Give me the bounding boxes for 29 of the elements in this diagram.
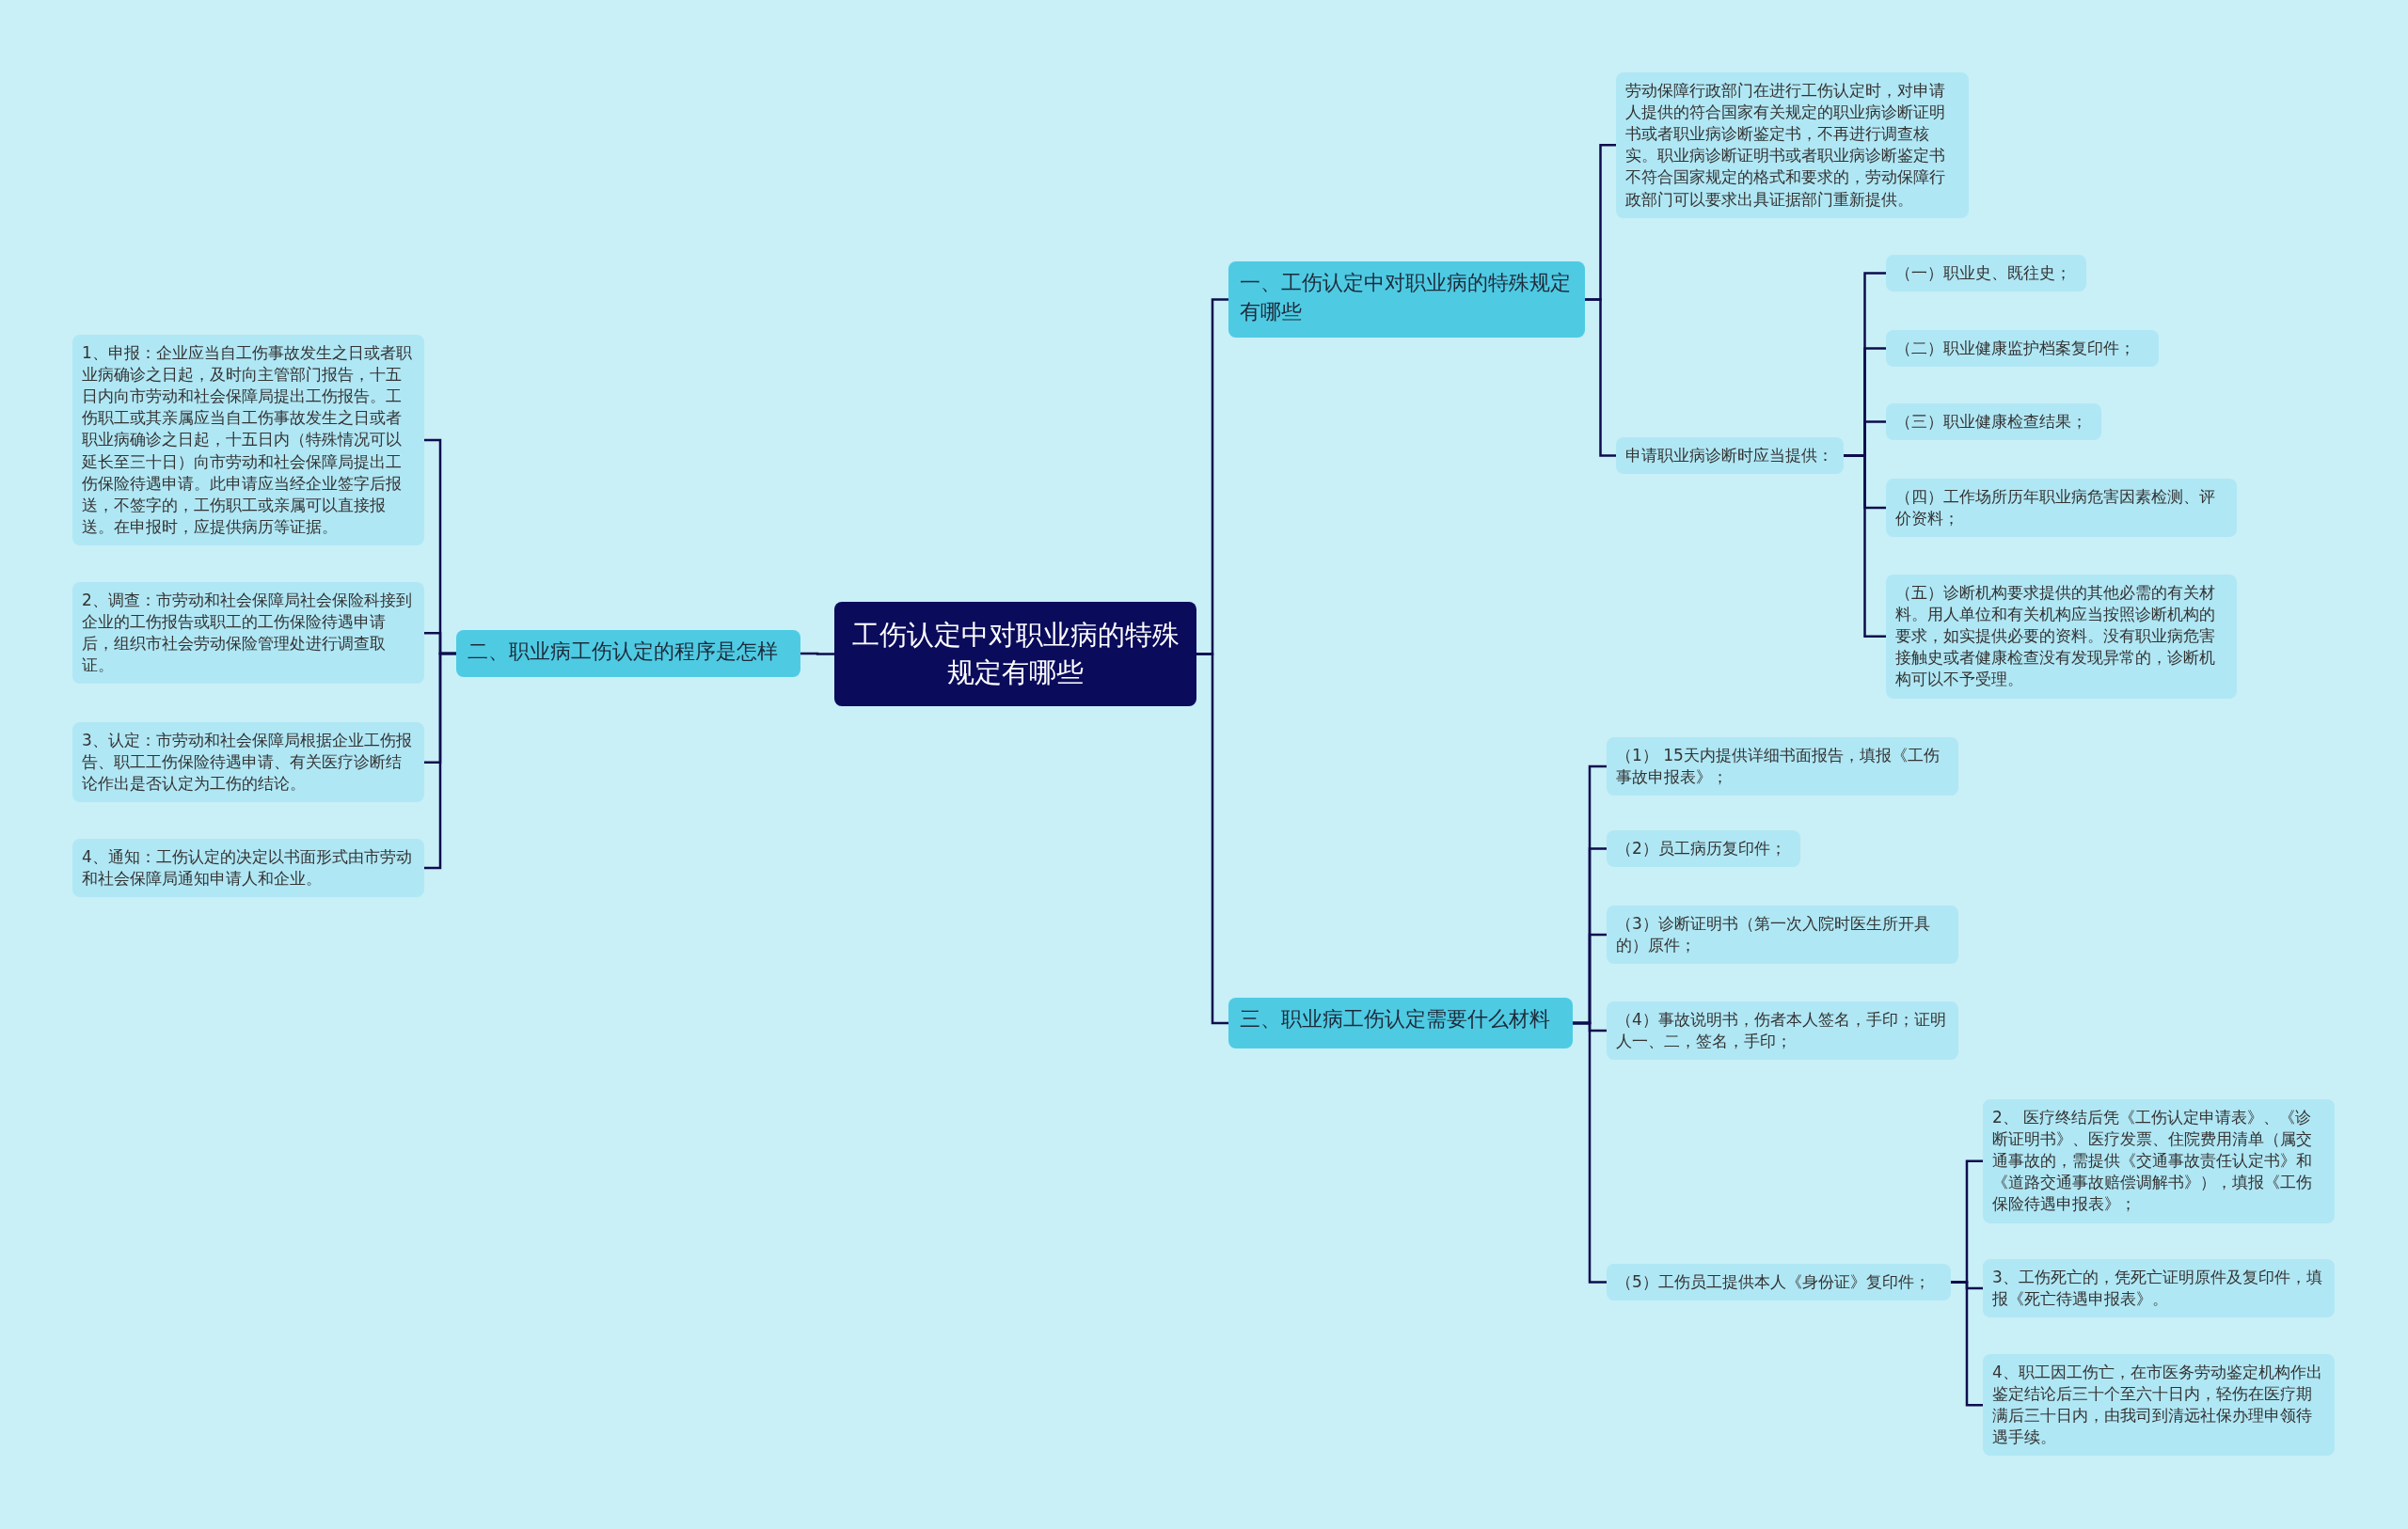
subtopic-box: （二）职业健康监护档案复印件；: [1886, 330, 2159, 368]
connector-line: [800, 652, 834, 655]
subtopic-box: 1、申报：企业应当自工伤事故发生之日或者职业病确诊之日起，及时向主管部门报告，十五日内向市劳动和社会保障局提出工伤报告。工伤职工或其亲属应当自工伤事故发生之日或者职业病确诊之日起，十五日内（特殊情况可以延长至三十日）向市劳动和社会保障局提出工伤保险待遇申请。此申请应当经企业签字后报送，不签字的，工伤职工或亲属可以直接报送。在申报时，应提供病历等证据。: [72, 335, 424, 545]
subtopic-box: （四）工作场所历年职业病危害因素检测、评价资料；: [1886, 479, 2237, 538]
subtopic-box: （5）工伤员工提供本人《身份证》复印件；: [1607, 1264, 1951, 1301]
subtopic-box: （4）事故说明书，伤者本人签名，手印；证明人一、二，签名，手印；: [1607, 1001, 1958, 1061]
connector-line: [1951, 1281, 1983, 1407]
subtopic-box: （2）员工病历复印件；: [1607, 830, 1800, 868]
subtopic-box: 2、 医疗终结后凭《工伤认定申请表》、《诊断证明书》、医疗发票、住院费用清单（属交通事故的，需提供《交通事故责任认定书》和《道路交通事故赔偿调解书》），填报《工伤保险待遇申报表》；: [1983, 1099, 2335, 1223]
subtopic-box: （一）职业史、既往史；: [1886, 255, 2086, 292]
connector-line: [424, 652, 456, 870]
subtopic-box: 3、认定：市劳动和社会保障局根据企业工伤报告、职工工伤保险待遇申请、有关医疗诊断结论作出是否认定为工伤的结论。: [72, 722, 424, 803]
subtopic-box: 3、工伤死亡的，凭死亡证明原件及复印件，填报《死亡待遇申报表》。: [1983, 1259, 2335, 1318]
subtopic-box: 4、职工因工伤亡，在市医务劳动鉴定机构作出鉴定结论后三十个至六十日内，轻伤在医疗期满后三十日内，由我司到清远社保办理申领待遇手续。: [1983, 1354, 2335, 1457]
central-topic: 工伤认定中对职业病的特殊规定有哪些: [834, 602, 1196, 706]
connector-line: [1196, 653, 1228, 1025]
subtopic-box: （1） 15天内提供详细书面报告，填报《工伤事故申报表》；: [1607, 737, 1958, 796]
subtopic-box: （三）职业健康检查结果；: [1886, 403, 2101, 441]
subtopic-box: 申请职业病诊断时应当提供：: [1616, 437, 1844, 475]
topic-box: 二、职业病工伤认定的程序是怎样: [456, 630, 800, 677]
subtopic-box: （3）诊断证明书（第一次入院时医生所开具的）原件；: [1607, 906, 1958, 965]
subtopic-box: （五）诊断机构要求提供的其他必需的有关材料。用人单位和有关机构应当按照诊断机构的要求，如实提供必要的资料。没有职业病危害接触史或者健康检查没有发现异常的，诊断机构可以不予受理。: [1886, 575, 2237, 699]
topic-box: 一、工伤认定中对职业病的特殊规定有哪些: [1228, 261, 1585, 338]
connector-line: [1585, 298, 1616, 457]
subtopic-box: 劳动保障行政部门在进行工伤认定时，对申请人提供的符合国家有关规定的职业病诊断证明书或者职业病诊断鉴定书，不再进行调查核实。职业病诊断证明书或者职业病诊断鉴定书不符合国家规定的格式和要求的，劳动保障行政部门可以要求出具证据部门重新提供。: [1616, 72, 1969, 218]
subtopic-box: 2、调查：市劳动和社会保障局社会保险科接到企业的工伤报告或职工的工伤保险待遇申请后，组织市社会劳动保险管理处进行调查取证。: [72, 582, 424, 685]
topic-box: 三、职业病工伤认定需要什么材料: [1228, 998, 1573, 1048]
subtopic-box: 4、通知：工伤认定的决定以书面形式由市劳动和社会保障局通知申请人和企业。: [72, 839, 424, 898]
connector-line: [1573, 1021, 1607, 1284]
